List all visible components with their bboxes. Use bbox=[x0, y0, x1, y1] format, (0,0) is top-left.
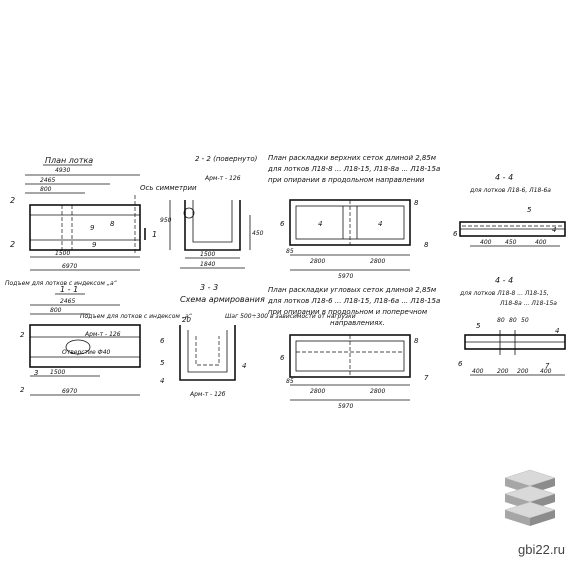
section-3-3-step-note: Шаг 500÷300 в зависимости от нагрузки bbox=[225, 313, 356, 320]
plan-dim-4: 1500 bbox=[55, 250, 70, 257]
section-4-4a-dim-3: 400 bbox=[535, 239, 547, 246]
section-1-1-dim-1: 2465 bbox=[60, 298, 75, 305]
plan-dim-5: 6970 bbox=[62, 263, 77, 270]
plan-title: План лотка bbox=[45, 156, 93, 165]
section-2-2-dim-v1: 950 bbox=[160, 217, 172, 224]
section-4-4-lower: 4 - 4 для лотков Л18-8 ... Л18-15, Л18-8… bbox=[458, 276, 566, 376]
section-1-1-mark-3: 3 bbox=[34, 369, 38, 377]
section-4-4a-mark-6: 6 bbox=[453, 230, 458, 238]
plan-dim-2: 2465 bbox=[40, 177, 55, 184]
section-1-1-dim-4: 6970 bbox=[62, 388, 77, 395]
section-3-3-mark-20: 20 bbox=[182, 316, 191, 324]
plan-corner-mesh-mark-7: 7 bbox=[424, 374, 429, 382]
section-4-4b-dim-3: 200 bbox=[517, 368, 529, 375]
stacked-slabs-icon bbox=[504, 469, 556, 526]
section-4-4b-subtitle-2: Л18-8а ... Л18-15а bbox=[499, 300, 557, 307]
section-4-4a-dim-1: 400 bbox=[480, 239, 492, 246]
section-4-4b-title: 4 - 4 bbox=[495, 276, 513, 285]
plan-top-mesh-mark-8a: 8 bbox=[414, 199, 419, 207]
section-3-3-mark-4b: 4 bbox=[242, 362, 246, 370]
section-1-1-mark-2b: 2 bbox=[20, 386, 25, 394]
section-3-3-arm-label: Арм-т - 12б bbox=[189, 391, 226, 398]
section-3-3-title: 3 - 3 bbox=[200, 283, 218, 292]
plan-dim-1: 4930 bbox=[55, 167, 70, 174]
section-4-4b-mark-80a: 80 bbox=[497, 317, 505, 324]
section-3-3-subtitle: Схема армирования bbox=[180, 295, 265, 304]
section-4-4a-dim-2: 450 bbox=[505, 239, 517, 246]
section-4-4b-mark-5: 5 bbox=[476, 322, 481, 330]
section-1-1-title: 1 - 1 bbox=[60, 285, 78, 294]
plan-dim-3: 800 bbox=[40, 186, 52, 193]
plan-top-mesh-dim-2: 2800 bbox=[370, 258, 385, 265]
plan-corner-mesh-mark-6: 6 bbox=[280, 354, 285, 362]
section-1-1: 1 - 1 2465 800 Подъем для лотков с индек… bbox=[20, 285, 193, 396]
plan-axis-label: Ось симметрии bbox=[140, 184, 197, 192]
section-4-4-upper: 4 - 4 для лотков Л18-6, Л18-6а 6 5 4 400… bbox=[453, 173, 566, 247]
section-4-4b-mark-6: 6 bbox=[458, 360, 463, 368]
section-2-2: 2 - 2 (повернуто) Арм-т - 126 950 450 15… bbox=[160, 155, 264, 269]
section-3-3: 3 - 3 Схема армирования Шаг 500÷300 в за… bbox=[160, 283, 356, 398]
plan-top-mesh-mark-8b: 8 bbox=[424, 241, 429, 249]
section-4-4b-mark-80b: 80 bbox=[509, 317, 517, 324]
section-4-4b-dim-2: 200 bbox=[497, 368, 509, 375]
section-4-4a-title: 4 - 4 bbox=[495, 173, 513, 182]
section-3-3-mark-4: 4 bbox=[160, 377, 164, 385]
section-1-1-note-index: Подъем для лотков с индексом „а“ bbox=[80, 313, 193, 320]
plan-top-mesh-mark-85: 85 bbox=[286, 248, 294, 255]
plan-top-mesh-mark-4b: 4 bbox=[378, 220, 382, 228]
section-1-1-mark-2a: 2 bbox=[20, 331, 25, 339]
section-4-4a-mark-5: 5 bbox=[527, 206, 532, 214]
plan-corner-mesh-mark-8: 8 bbox=[414, 337, 419, 345]
section-4-4b-dim-1: 400 bbox=[472, 368, 484, 375]
section-2-2-title: 2 - 2 (повернуто) bbox=[195, 155, 258, 163]
plan-top-mesh-title-2: для лотков Л18-8 ... Л18-15, Л18-8а ... … bbox=[267, 165, 440, 173]
plan-top-mesh: План раскладки верхних сеток длиной 2,85… bbox=[267, 154, 440, 280]
plan-section-mark: 1 bbox=[152, 230, 157, 239]
section-1-1-opening-label: Отверстие Ф40 bbox=[62, 349, 111, 356]
plan-corner-mesh-dim-3: 5970 bbox=[338, 403, 353, 410]
section-4-4a-mark-4: 4 bbox=[552, 226, 556, 234]
plan-corner-mesh-title-2: для лотков Л18-6 ... Л18-15, Л18-6а ... … bbox=[267, 297, 440, 305]
plan-top-mesh-dim-1: 2800 bbox=[310, 258, 325, 265]
plan-corner-mesh-dim-1: 2800 bbox=[310, 388, 325, 395]
section-2-2-dim-v2: 450 bbox=[252, 230, 264, 237]
plan-view: План лотка Ось симметрии 4930 2465 800 9… bbox=[5, 156, 197, 287]
plan-mark-9b: 9 bbox=[92, 241, 97, 249]
section-1-1-dim-2: 800 bbox=[50, 307, 62, 314]
plan-mark-9a: 9 bbox=[90, 224, 95, 232]
plan-top-mesh-title-1: План раскладки верхних сеток длиной 2,85… bbox=[268, 154, 437, 162]
plan-corner-mesh-title-4: направлениях. bbox=[330, 319, 385, 327]
section-4-4b-mark-4: 4 bbox=[555, 327, 559, 335]
plan-corner-mesh-mark-85: 85 bbox=[286, 378, 294, 385]
section-4-4b-mark-50: 50 bbox=[521, 317, 529, 324]
section-3-3-mark-6: 6 bbox=[160, 337, 165, 345]
plan-top-mesh-mark-4a: 4 bbox=[318, 220, 322, 228]
plan-note: Подъем для лотков с индексом „а“ bbox=[5, 280, 118, 287]
plan-corner-mesh-title-1: План раскладки угловых сеток длиной 2,85… bbox=[268, 286, 437, 294]
section-2-2-dim-h2: 1840 bbox=[200, 261, 215, 268]
plan-top-mesh-title-3: при опирании в продольном направлении bbox=[268, 176, 425, 184]
section-4-4b-mark-7: 7 bbox=[545, 362, 550, 370]
section-3-3-mark-5: 5 bbox=[160, 359, 165, 367]
section-4-4b-dim-4: 400 bbox=[540, 368, 552, 375]
plan-mark-8: 8 bbox=[110, 220, 115, 228]
plan-corner-mesh: План раскладки угловых сеток длиной 2,85… bbox=[267, 286, 440, 410]
plan-mark-2b: 2 bbox=[10, 240, 15, 249]
plan-corner-mesh-title-3: при опирании в продольном и поперечном bbox=[268, 308, 428, 316]
plan-top-mesh-dim-3: 5970 bbox=[338, 273, 353, 280]
section-1-1-arm-label: Арм-т - 126 bbox=[84, 331, 121, 338]
plan-corner-mesh-dim-2: 2800 bbox=[370, 388, 385, 395]
plan-mark-2a: 2 bbox=[10, 196, 15, 205]
plan-top-mesh-mark-6: 6 bbox=[280, 220, 285, 228]
section-4-4a-subtitle: для лотков Л18-6, Л18-6а bbox=[469, 187, 551, 194]
section-2-2-arm-label: Арм-т - 126 bbox=[204, 175, 241, 182]
section-4-4b-subtitle-1: для лотков Л18-8 ... Л18-15, bbox=[459, 290, 549, 297]
watermark-text: gbi22.ru bbox=[518, 542, 565, 557]
section-2-2-dim-h1: 1500 bbox=[200, 251, 215, 258]
section-1-1-dim-3: 1500 bbox=[50, 369, 65, 376]
